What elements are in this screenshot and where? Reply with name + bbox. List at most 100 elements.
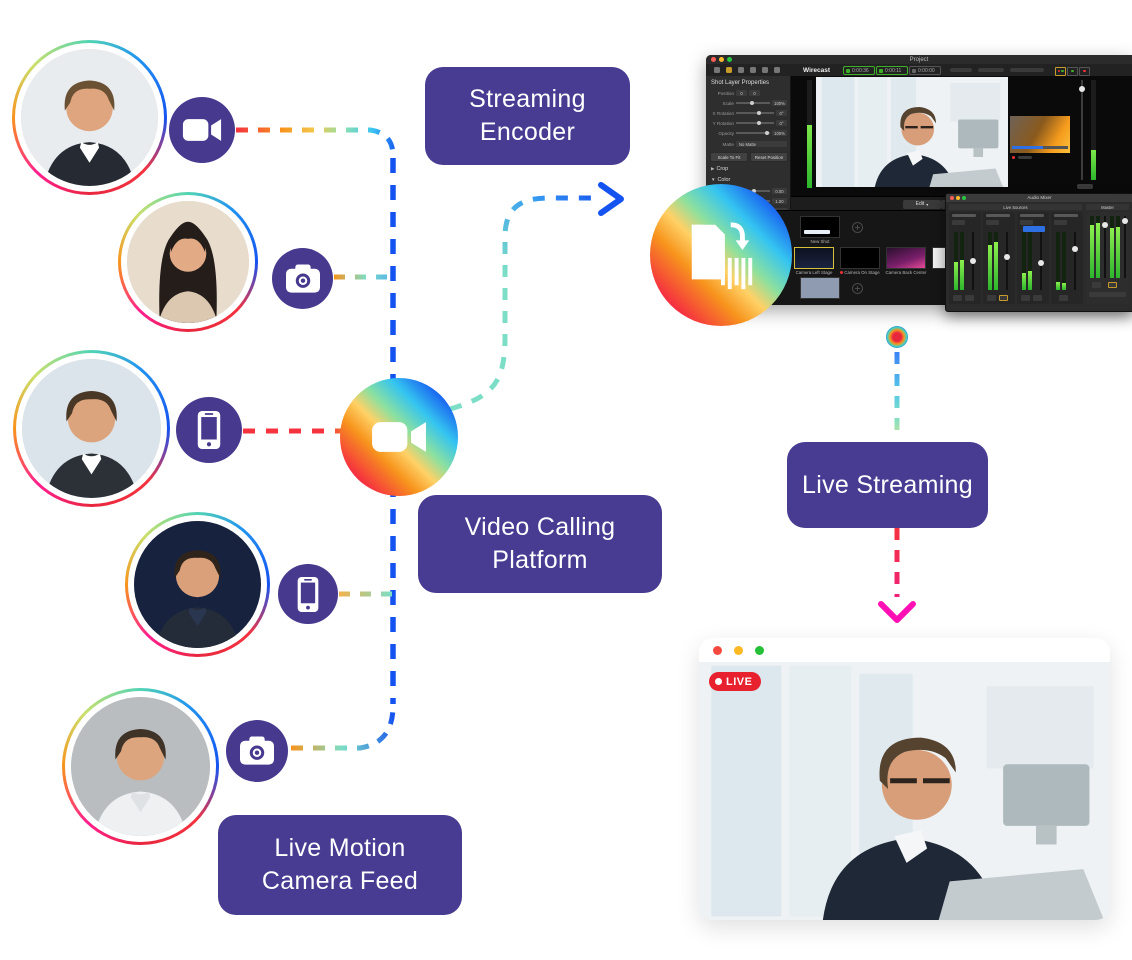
live-dot — [1012, 156, 1015, 159]
smartphone-icon — [297, 576, 319, 612]
close-button[interactable] — [711, 57, 716, 62]
master-volume-track[interactable] — [1081, 80, 1083, 180]
shot-label: Camera Back Center — [885, 270, 927, 275]
source-2-bubble — [272, 248, 333, 309]
master-volume-knob[interactable] — [1079, 86, 1085, 92]
shot-thumbnail[interactable] — [886, 247, 926, 269]
output-button-2[interactable] — [1067, 66, 1078, 76]
panel-title: Shot Layer Properties — [711, 80, 770, 86]
close-button[interactable] — [950, 196, 954, 200]
add-shot-button[interactable] — [852, 222, 863, 233]
shot-thumbnail[interactable] — [800, 277, 840, 299]
opacity-row: Opacity 100% — [708, 129, 787, 137]
mute-button[interactable] — [1092, 282, 1101, 288]
streaming-encoder-text: Streaming Encoder — [469, 85, 586, 146]
audio-mixer-window: Audio Mixer Live Sources Master — [945, 193, 1132, 312]
zoom-button[interactable] — [755, 646, 764, 655]
shot-label: Camera On Stage — [837, 270, 883, 275]
monitor-button[interactable] — [965, 295, 974, 301]
mixer-titlebar: Audio Mixer — [946, 194, 1132, 202]
streaming-encoder-label: Streaming Encoder — [425, 67, 630, 165]
master-fader-knob[interactable] — [1121, 218, 1128, 224]
scale-slider[interactable] — [736, 101, 770, 106]
status-text — [950, 68, 972, 72]
channel-dropdown[interactable] — [1023, 226, 1045, 232]
close-button[interactable] — [713, 646, 722, 655]
shot-thumbnail[interactable] — [840, 247, 880, 269]
mute-button[interactable] — [953, 295, 962, 301]
shape-icon[interactable] — [774, 67, 780, 73]
reset-position-button[interactable]: Reset Position — [750, 152, 788, 162]
live-badge-text: LIVE — [726, 675, 753, 688]
fader-knob[interactable] — [969, 258, 976, 264]
mute-button[interactable] — [1021, 295, 1030, 301]
photo-camera-icon — [285, 264, 320, 293]
audio-icon[interactable] — [738, 67, 744, 73]
live-sources-header: Live Sources — [949, 204, 1082, 210]
speaker-icon[interactable] — [1077, 184, 1093, 189]
shot-thumbnail-selected[interactable] — [794, 247, 834, 269]
opacity-slider[interactable] — [736, 131, 770, 136]
mute-button[interactable] — [1059, 295, 1068, 301]
fader-track[interactable] — [1074, 232, 1076, 290]
fader-track[interactable] — [1006, 232, 1008, 290]
stream-timer: 0:00:36 — [843, 66, 875, 75]
mixer-channel-3 — [1017, 212, 1049, 304]
minimize-button[interactable] — [734, 646, 743, 655]
monitor-button[interactable] — [999, 295, 1008, 301]
output-dropdown[interactable] — [1089, 292, 1126, 297]
position-x-field[interactable]: 0 — [736, 90, 747, 96]
caller-avatar-5 — [62, 688, 219, 845]
monitor-button[interactable] — [1033, 295, 1042, 301]
arrow-down-icon — [878, 601, 916, 623]
preview-stage — [791, 76, 1132, 196]
minimize-button[interactable] — [719, 57, 724, 62]
matte-dropdown[interactable]: No Matte — [736, 141, 787, 147]
source-3-bubble — [176, 397, 242, 463]
master-fader-knob[interactable] — [1101, 222, 1108, 228]
stream-origin-dot — [886, 326, 908, 348]
color-section[interactable]: ▼Color — [711, 177, 731, 183]
x-rotation-row: X Rotation 0° — [708, 109, 787, 117]
live-motion-camera-feed-label: Live Motion Camera Feed — [218, 815, 462, 915]
monitor-button[interactable] — [1108, 282, 1117, 288]
y-rotation-slider[interactable] — [736, 121, 774, 126]
caller-avatar-4 — [125, 512, 270, 657]
replay-progress-bar[interactable] — [1012, 146, 1068, 149]
matte-row: Matte No Matte — [708, 140, 787, 148]
output-button-3[interactable] — [1079, 66, 1090, 76]
x-rotation-slider[interactable] — [736, 111, 774, 116]
shot-thumbnail[interactable] — [800, 216, 840, 238]
zoom-button[interactable] — [962, 196, 966, 200]
mixer-channel-4 — [1051, 212, 1083, 304]
program-preview — [816, 77, 1008, 187]
layers-icon[interactable] — [726, 67, 732, 73]
idle-timer: 0:00:00 — [909, 66, 941, 75]
edit-button[interactable]: Edit▾ — [903, 199, 941, 209]
person-icon[interactable] — [750, 67, 756, 73]
position-row: Position 0 0 — [708, 89, 787, 97]
master-fader-track[interactable] — [1124, 216, 1126, 278]
caller-avatar-3 — [13, 350, 170, 507]
wirecast-titlebar: Project — [706, 55, 1132, 64]
fader-knob[interactable] — [1003, 254, 1010, 260]
live-badge: LIVE — [709, 672, 762, 691]
master-fader-track[interactable] — [1104, 216, 1106, 278]
minimize-button[interactable] — [956, 196, 960, 200]
zoom-button[interactable] — [727, 57, 732, 62]
position-y-field[interactable]: 0 — [749, 90, 760, 96]
fader-knob[interactable] — [1037, 260, 1044, 266]
source-4-bubble — [278, 564, 338, 624]
crop-section[interactable]: ▶Crop — [711, 166, 729, 172]
shot-label: Camera Left Stage — [795, 270, 833, 275]
scale-to-fit-button[interactable]: Scale To Fit — [710, 152, 748, 162]
live-dot-icon — [715, 678, 722, 685]
fader-knob[interactable] — [1071, 246, 1078, 252]
add-shot-button[interactable] — [852, 283, 863, 294]
output-button-1[interactable] — [1055, 66, 1066, 76]
gear-icon[interactable] — [714, 67, 720, 73]
mute-button[interactable] — [987, 295, 996, 301]
text-icon[interactable] — [762, 67, 768, 73]
window-title: Project — [909, 56, 929, 63]
